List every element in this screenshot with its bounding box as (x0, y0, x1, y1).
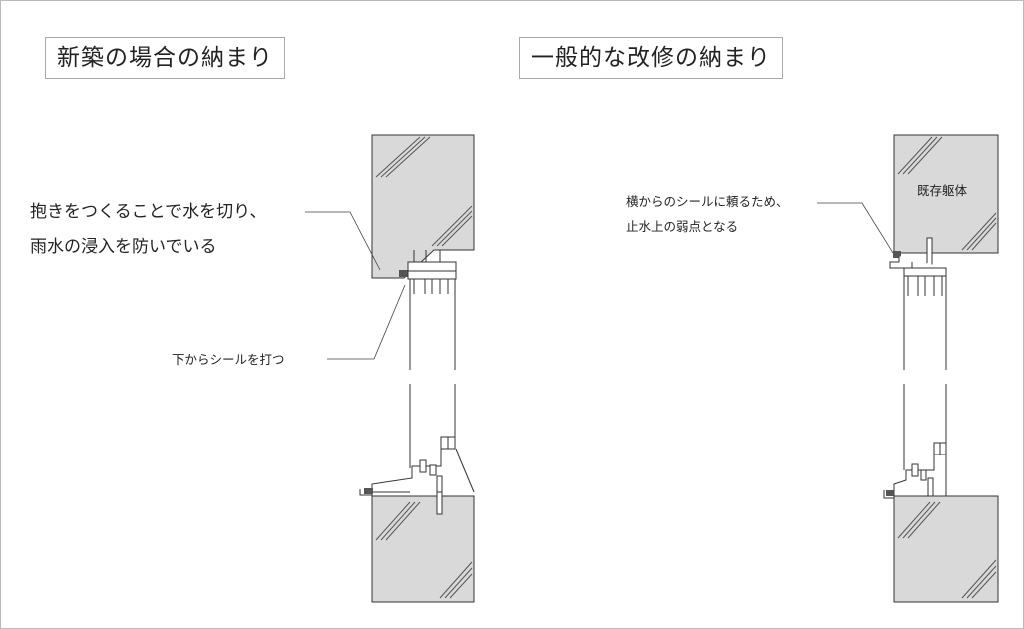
right-frame-lines (903, 276, 947, 470)
right-upper-hatch (897, 136, 997, 251)
left-upper-seal (399, 270, 409, 277)
right-main-note-line1: 横からのシールに頼るため、 (626, 194, 789, 209)
left-upper-sash (407, 250, 457, 294)
existing-structure-label: 既存躯体 (917, 183, 968, 198)
right-main-note-line2: 止水上の弱点となる (626, 219, 739, 234)
left-leaders (305, 211, 406, 360)
right-leader (817, 202, 894, 254)
left-lower-seal (364, 488, 373, 494)
left-upper-wall (371, 134, 475, 279)
right-upper-wall (893, 134, 999, 254)
left-lower-hatch (375, 501, 473, 599)
left-anchor (436, 491, 443, 515)
left-main-note-line2: 雨水の浸入を防いでいる (30, 237, 217, 257)
left-frame-lines (409, 279, 456, 468)
title-new-construction: 新築の場合の納まり (45, 37, 285, 79)
left-upper-hatch (375, 136, 473, 247)
right-lower-seal (886, 490, 894, 496)
right-upper-seal (893, 251, 901, 258)
left-lower-sash (359, 436, 475, 496)
right-lower-hatch (897, 501, 997, 599)
left-seal-note: 下からシールを打つ (172, 352, 285, 367)
left-lower-wall (371, 495, 475, 603)
right-lower-wall (893, 495, 999, 603)
right-upper-sash (889, 237, 947, 296)
title-renovation: 一般的な改修の納まり (519, 37, 783, 79)
left-main-note-line1: 抱きをつくることで水を切り、 (30, 202, 267, 222)
